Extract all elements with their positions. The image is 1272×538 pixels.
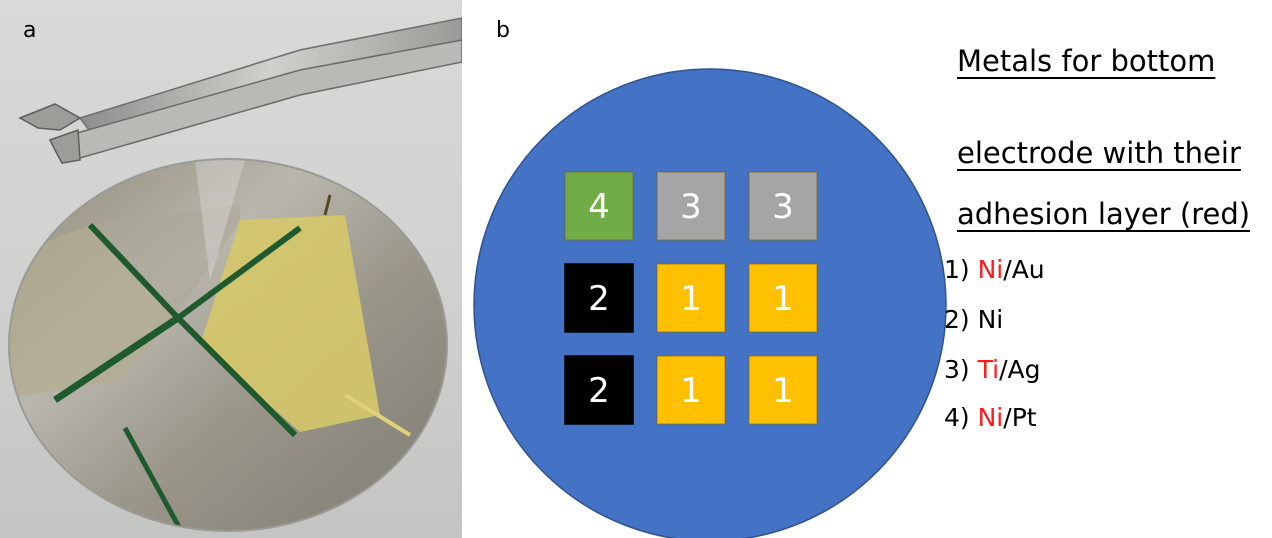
- electrode-pad-label: 4: [588, 187, 610, 227]
- heading-line-1: Metals for bottom: [957, 44, 1216, 78]
- electrode-pad-label: 1: [680, 279, 702, 319]
- adhesion-layer: Ni: [977, 255, 1004, 284]
- electrode-metal: /Ag: [999, 355, 1041, 384]
- legend-item-1: 1) Ni/Au: [944, 255, 1045, 284]
- electrode-pad-label: 1: [772, 371, 794, 411]
- legend-item-number: 2): [944, 305, 978, 334]
- electrode-pad-label: 1: [772, 279, 794, 319]
- heading-line-3: adhesion layer (red): [957, 197, 1251, 231]
- electrode-metal: /Pt: [1003, 403, 1037, 432]
- legend-item-4: 4) Ni/Pt: [944, 403, 1037, 432]
- panel-b-label: b: [496, 18, 510, 43]
- electrode-pad-label: 3: [680, 187, 702, 227]
- electrode-metal: Ni: [977, 305, 1004, 334]
- panel-a-label: a: [23, 18, 37, 43]
- electrode-pad-2: 2: [564, 263, 634, 333]
- wafer: [8, 158, 448, 532]
- heading-line-2: electrode with their: [957, 136, 1241, 170]
- electrode-pad-label: 1: [680, 371, 702, 411]
- legend-item-number: 3): [944, 355, 978, 384]
- electrode-pad-label: 2: [588, 279, 610, 319]
- electrode-pad-2: 2: [564, 355, 634, 425]
- electrode-pad-4: 4: [564, 171, 634, 241]
- legend-item-2: 2) Ni: [944, 305, 1003, 334]
- tweezers: [18, 17, 462, 164]
- legend-item-number: 4): [944, 403, 978, 432]
- electrode-pad-1: 1: [748, 355, 818, 425]
- electrode-pad-label: 3: [772, 187, 794, 227]
- legend-item-3: 3) Ti/Ag: [944, 355, 1040, 384]
- electrode-pad-3: 3: [748, 171, 818, 241]
- adhesion-layer: Ni: [977, 403, 1004, 432]
- wafer-photo: [0, 0, 462, 538]
- electrode-metal: /Au: [1003, 255, 1045, 284]
- electrode-pad-1: 1: [748, 263, 818, 333]
- legend-item-number: 1): [944, 255, 978, 284]
- adhesion-layer: Ti: [977, 355, 1000, 384]
- electrode-pad-1: 1: [656, 263, 726, 333]
- wafer-schematic: 4 3 3 2 1 1 2 1 1: [473, 68, 947, 538]
- electrode-pad-label: 2: [588, 371, 610, 411]
- electrode-pad-1: 1: [656, 355, 726, 425]
- electrode-pad-3: 3: [656, 171, 726, 241]
